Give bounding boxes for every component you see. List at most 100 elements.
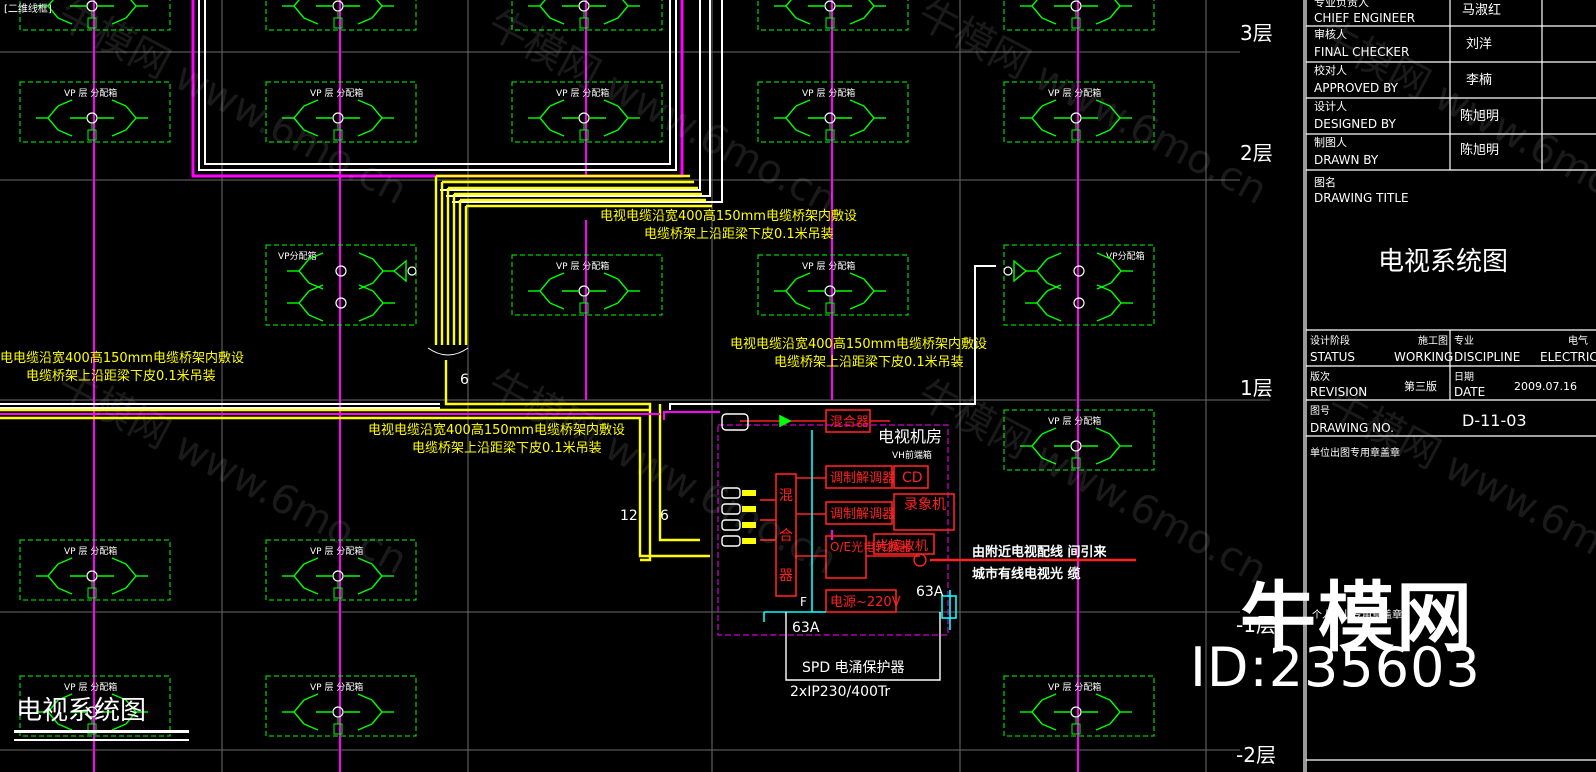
vp-distribution-box: VP 层 分配箱 <box>19 675 171 737</box>
vp-distribution-box: VP 层 分配箱 <box>511 254 663 316</box>
floor-label-b1: -1层 <box>1236 613 1276 637</box>
svg-text:FINAL CHECKER: FINAL CHECKER <box>1314 45 1409 59</box>
svg-text:电视电缆沿宽400高150mm电缆桥架内敷设: 电视电缆沿宽400高150mm电缆桥架内敷设 <box>730 336 987 352</box>
big-mixer-label: 器 <box>779 568 793 584</box>
vp-distribution-box: VP 层 分配箱 <box>757 81 909 143</box>
svg-text:2009.07.16: 2009.07.16 <box>1514 380 1577 393</box>
mixer-label: 混合器 <box>830 415 869 430</box>
svg-text:ELECTRICITY: ELECTRICITY <box>1540 350 1596 364</box>
tv-room-equipment <box>721 409 1136 681</box>
box-label: VP 层 分配箱 <box>1048 87 1101 99</box>
svg-text:REVISION: REVISION <box>1310 385 1367 399</box>
svg-text:STATUS: STATUS <box>1310 350 1355 364</box>
svg-text:电缆桥架上沿距梁下皮0.1米吊装: 电缆桥架上沿距梁下皮0.1米吊装 <box>644 226 834 242</box>
svg-text:DESIGNED BY: DESIGNED BY <box>1314 117 1396 131</box>
box-label: VP 层 分配箱 <box>310 87 363 99</box>
svg-text:DRAWN BY: DRAWN BY <box>1314 153 1379 167</box>
magenta-risers <box>93 0 1079 772</box>
box-label: VP 层 分配箱 <box>556 260 609 272</box>
structural-grid <box>0 0 1270 772</box>
big-mixer-label: 合 <box>779 528 793 544</box>
svg-text:电气: 电气 <box>1568 334 1588 347</box>
svg-text:电缆桥架上沿距梁下皮0.1米吊装: 电缆桥架上沿距梁下皮0.1米吊装 <box>774 354 964 370</box>
count-label: 12 <box>620 508 638 524</box>
box-label: VP 层 分配箱 <box>64 545 117 557</box>
box-label: VP 层 分配箱 <box>802 260 855 272</box>
svg-text:DRAWING TITLE: DRAWING TITLE <box>1314 191 1409 205</box>
svg-text:个人执业专用章盖章: 个人执业专用章盖章 <box>1312 608 1402 621</box>
box-label: VP分配箱 <box>278 250 317 262</box>
source-note: 由附近电视配线 间引来 城市有线电视光 缆 <box>972 544 1108 582</box>
vp-amplifier-box: VP分配箱 <box>265 244 417 326</box>
vp-distribution-box: VP 层 分配箱 <box>19 81 171 143</box>
vp-distribution-box: VP 层 分配箱 <box>265 675 417 737</box>
svg-text:D-11-03: D-11-03 <box>1462 411 1527 430</box>
box-label: VP分配箱 <box>1106 250 1145 262</box>
watermark-id: ID:235603 <box>1190 636 1481 699</box>
floor-label-2: 2层 <box>1240 141 1273 165</box>
svg-text:由附近电视配线 间引来: 由附近电视配线 间引来 <box>972 544 1108 560</box>
svg-text:SPD 电涌保护器: SPD 电涌保护器 <box>802 660 905 676</box>
vp-distribution-box: VP 层 分配箱 <box>1003 675 1155 737</box>
vp-distribution-box: VP 层 分配箱 <box>265 0 417 31</box>
vp-distribution-box: VP 层 分配箱 <box>511 0 663 31</box>
vp-distribution-box: VP 层 分配箱 <box>19 539 171 601</box>
svg-text:施工图: 施工图 <box>1418 334 1448 347</box>
svg-text:设计人: 设计人 <box>1314 100 1347 113</box>
floor1-trunk <box>0 265 996 420</box>
bundle-bracket <box>427 347 469 356</box>
title-block-frame <box>1303 0 1596 772</box>
vp-distribution-box: VP 层 分配箱 <box>265 81 417 143</box>
white-trunk-top <box>198 0 723 203</box>
svg-text:2xIP230/400Tr: 2xIP230/400Tr <box>790 684 890 700</box>
cable-note-2: 电视电缆沿宽400高150mm电缆桥架内敷设 电缆桥架上沿距梁下皮0.1米吊装 <box>730 336 987 370</box>
floor-label-3: 3层 <box>1240 21 1273 45</box>
cd-label: CD <box>902 470 923 486</box>
count-label: 6 <box>460 372 469 388</box>
spd-note: SPD 电涌保护器 2xIP230/400Tr <box>790 660 905 700</box>
box-label: VP 层 分配箱 <box>1048 681 1101 693</box>
svg-text:刘洋: 刘洋 <box>1466 37 1492 52</box>
box-label: VP 层 分配箱 <box>64 87 117 99</box>
modulator-label: 调制解调器 <box>830 507 895 522</box>
floor-label-b2: -2层 <box>1236 743 1276 767</box>
oe-converter-label: O/E光电转换器 <box>830 539 911 554</box>
vp-distribution-box: VP 层 分配箱 <box>19 0 171 31</box>
cable-note-1: 电视电缆沿宽400高150mm电缆桥架内敷设 电缆桥架上沿距梁下皮0.1米吊装 <box>600 208 857 242</box>
svg-text:制图人: 制图人 <box>1314 136 1347 149</box>
vcr-label: 录象机 <box>904 497 946 513</box>
big-mixer-label: 混 <box>779 488 793 504</box>
vp-distribution-box: VP 层 分配箱 <box>757 254 909 316</box>
vp-distribution-box: VP 层 分配箱 <box>1003 409 1155 471</box>
svg-text:WORKING: WORKING <box>1394 350 1453 364</box>
svg-text:版次: 版次 <box>1310 370 1330 383</box>
fuse-label: F <box>800 595 807 609</box>
breaker-left-label: 63A <box>792 620 820 636</box>
svg-text:马淑红: 马淑红 <box>1462 2 1501 18</box>
svg-text:设计阶段: 设计阶段 <box>1310 334 1350 347</box>
vp-distribution-box: VP 层 分配箱 <box>511 81 663 143</box>
watermark-brand: 牛模网 <box>1240 573 1474 662</box>
box-label: VP 层 分配箱 <box>556 87 609 99</box>
modulator-label: 调制解调器 <box>830 471 895 486</box>
corner-label: [二维线框] <box>4 2 52 15</box>
svg-text:电电缆沿宽400高150mm电缆桥架内敷设: 电电缆沿宽400高150mm电缆桥架内敷设 <box>0 350 244 366</box>
svg-text:李楠: 李楠 <box>1466 73 1492 88</box>
svg-text:电视电缆沿宽400高150mm电缆桥架内敷设: 电视电缆沿宽400高150mm电缆桥架内敷设 <box>600 208 857 224</box>
svg-text:校对人: 校对人 <box>1314 63 1347 77</box>
vp-distribution-box: VP 层 分配箱 <box>757 0 909 31</box>
svg-text:陈旭明: 陈旭明 <box>1460 108 1499 124</box>
box-label: VP 层 分配箱 <box>310 681 363 693</box>
svg-text:日期: 日期 <box>1454 371 1474 383</box>
svg-text:专业: 专业 <box>1454 334 1474 347</box>
svg-text:图号: 图号 <box>1310 405 1330 417</box>
yellow-cable-bundle <box>0 174 712 562</box>
vp-amplifier-box: VP分配箱 <box>1003 244 1155 326</box>
svg-text:专业负责人: 专业负责人 <box>1314 0 1369 9</box>
svg-text:城市有线电视光 缆: 城市有线电视光 缆 <box>972 566 1081 582</box>
box-label: VP 层 分配箱 <box>1048 415 1101 427</box>
vp-distribution-box: VP 层 分配箱 <box>265 539 417 601</box>
drawing-title: 电视系统图 <box>1378 247 1508 277</box>
breaker-right-label: 63A <box>916 584 944 600</box>
